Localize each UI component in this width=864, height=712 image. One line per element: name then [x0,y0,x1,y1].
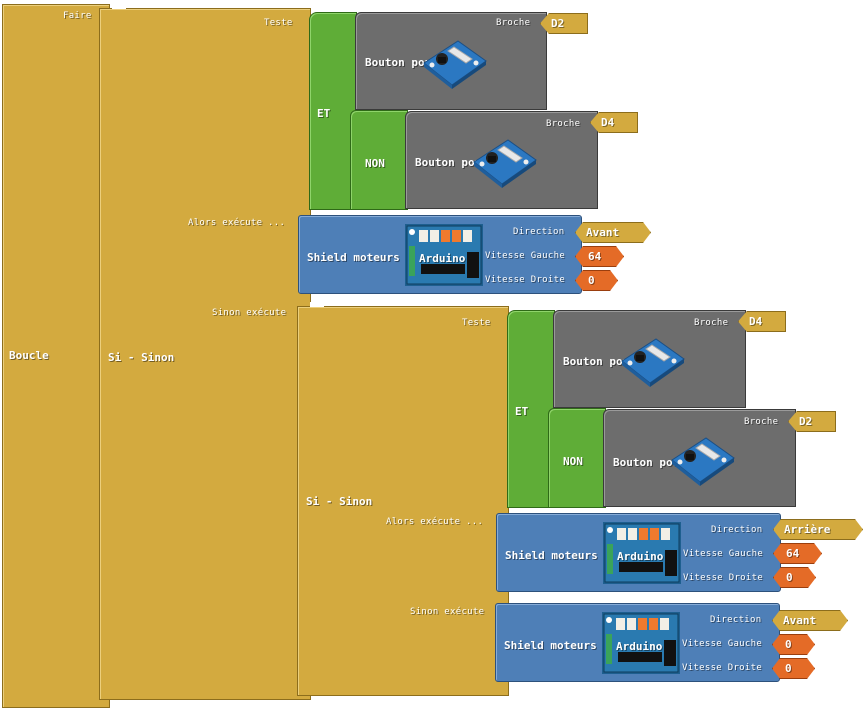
ifelse-outer-title: Si - Sinon [108,351,175,364]
arduino-shield-icon [603,522,681,584]
pin-label: Broche [744,417,779,427]
button-block-d2-inner[interactable]: Bouton poussoir Broche [603,409,796,507]
direction-label: Direction [711,525,763,535]
arduino-shield-icon [602,612,680,674]
loop-title: Boucle [9,349,49,362]
motor-shield-board-text: Arduino [616,640,663,653]
motor-shield-title: Shield moteurs [505,549,598,562]
pin-label: Broche [546,119,581,129]
pin-label: Broche [694,318,729,328]
ifelse-outer-then-label: Alors exécute ... [188,218,286,228]
right-speed-label: Vitesse Droite [485,275,566,285]
right-speed-label: Vitesse Droite [683,573,764,583]
and-outer-block[interactable]: ET [309,12,357,210]
ifelse-outer-block[interactable]: Si - Sinon Teste Alors exécute ... Sinon… [99,8,311,700]
loop-block[interactable]: Boucle Faire [2,4,110,708]
motor-shield-board-text: Arduino [617,550,664,563]
ifelse-outer-test-label: Teste [264,18,293,28]
left-speed-input[interactable]: 64 [575,246,624,267]
direction-label: Direction [513,227,565,237]
left-speed-label: Vitesse Gauche [683,549,764,559]
and-inner-label: ET [515,405,529,418]
not-inner-label: NON [563,455,583,468]
ifelse-inner-else-label: Sinon exécute [410,607,485,617]
not-outer-block[interactable]: NON [350,110,408,210]
ifelse-inner-then-label: Alors exécute ... [386,517,484,527]
ifelse-inner-title: Si - Sinon [306,495,373,508]
motor-shield-board-text: Arduino [419,252,466,265]
motor-shield-block-b[interactable]: Shield moteurs Arduino Direction Vitesse… [496,513,781,592]
direction-dropdown[interactable]: Avant [772,610,848,631]
right-speed-input[interactable]: 0 [575,270,618,291]
right-speed-input[interactable]: 0 [772,658,815,679]
button-block-d2[interactable]: Bouton poussoir Broche [355,12,547,110]
right-speed-label: Vitesse Droite [682,663,763,673]
ifelse-inner-test-label: Teste [462,318,491,328]
motor-shield-title: Shield moteurs [504,639,597,652]
loop-do-label: Faire [63,11,92,21]
push-button-module-icon [671,437,735,486]
motor-shield-block-c[interactable]: Shield moteurs Arduino Direction Vitesse… [495,603,780,682]
not-inner-block[interactable]: NON [548,408,606,508]
ifelse-inner-block[interactable]: Si - Sinon Teste Alors exécute ... Sinon… [297,306,509,696]
pin-dropdown[interactable]: D4 [738,311,786,332]
push-button-module-icon [621,338,685,387]
direction-label: Direction [710,615,762,625]
ifelse-outer-else-label: Sinon exécute [212,308,287,318]
pin-label: Broche [496,18,531,28]
left-speed-input[interactable]: 0 [772,634,815,655]
direction-dropdown[interactable]: Arrière [773,519,863,540]
push-button-module-icon [423,40,487,89]
right-speed-input[interactable]: 0 [773,567,816,588]
button-block-d4[interactable]: Bouton poussoir Broche [405,111,598,209]
not-outer-label: NON [365,157,385,170]
button-block-d4-inner[interactable]: Bouton poussoir Broche [553,310,746,408]
left-speed-label: Vitesse Gauche [682,639,763,649]
connector-notch [310,302,324,307]
connector-notch [112,4,126,9]
pin-dropdown[interactable]: D2 [788,411,836,432]
left-speed-input[interactable]: 64 [773,543,822,564]
direction-dropdown[interactable]: Avant [575,222,651,243]
left-speed-label: Vitesse Gauche [485,251,566,261]
push-button-module-icon [473,139,537,188]
motor-shield-block-a[interactable]: Shield moteurs Arduino Direction Vitesse… [298,215,582,294]
and-outer-label: ET [317,107,331,120]
pin-dropdown[interactable]: D4 [590,112,638,133]
arduino-shield-icon [405,224,483,286]
pin-dropdown[interactable]: D2 [540,13,588,34]
motor-shield-title: Shield moteurs [307,251,400,264]
